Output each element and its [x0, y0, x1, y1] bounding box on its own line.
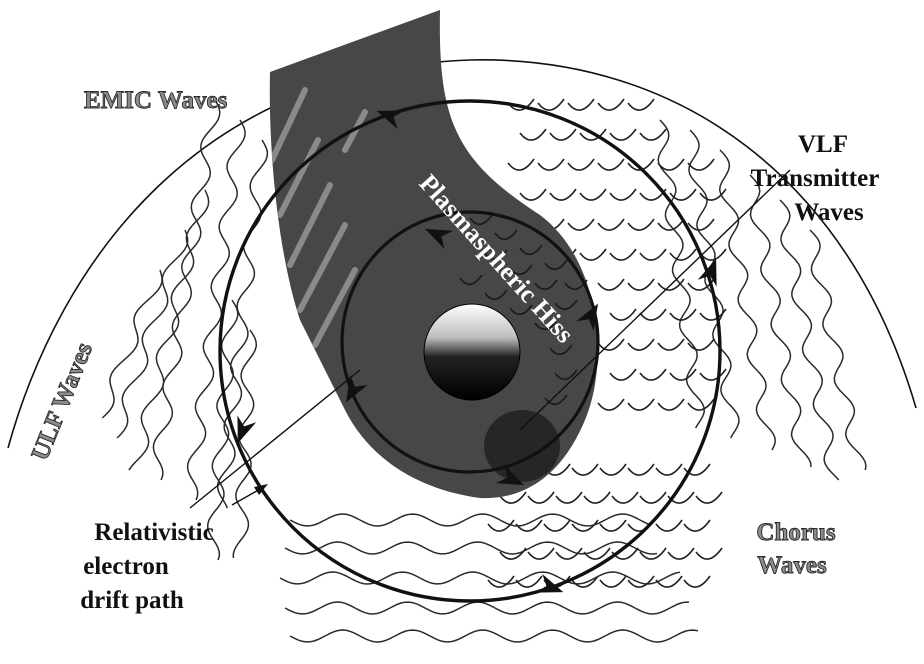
chorus-arc	[612, 492, 638, 503]
chorus-arc	[520, 129, 546, 140]
chorus-arc	[598, 279, 624, 290]
vlf-label-line-1: VLF	[798, 131, 848, 158]
chorus-arc	[598, 339, 624, 350]
chorus-arc	[556, 492, 582, 503]
chorus-arc	[696, 548, 722, 559]
chorus-arc	[600, 464, 626, 475]
right-wave-line	[689, 130, 739, 438]
vlf-label-line-3: Waves	[794, 199, 864, 226]
chorus-arc	[640, 492, 666, 503]
chorus-label-line-1: Chorus	[756, 519, 835, 546]
bottom-wave-line	[290, 514, 650, 526]
chorus-arc	[628, 99, 654, 110]
vlf-label-line-2: Transmitter	[751, 165, 880, 192]
chorus-arc	[658, 339, 684, 350]
chorus-arc	[640, 129, 666, 140]
chorus-arc	[696, 492, 722, 503]
chorus-arc	[658, 399, 684, 410]
electron-label-line-2: electron	[83, 553, 169, 580]
ulf-waves-label: ULF Waves	[27, 339, 99, 465]
ulf-wave-line	[129, 190, 209, 470]
ulf-wave-line	[102, 270, 162, 418]
chorus-arc	[640, 369, 666, 380]
chorus-arc	[600, 576, 626, 587]
chorus-arc	[610, 189, 636, 200]
chorus-arc	[488, 576, 514, 587]
ulf-wave-lines	[102, 100, 267, 560]
emic-waves-label: EMIC Waves	[84, 87, 228, 114]
chorus-arc	[700, 369, 726, 380]
chorus-arc	[628, 464, 654, 475]
chorus-arc	[668, 548, 694, 559]
chorus-arc	[538, 99, 564, 110]
chorus-arc	[572, 464, 598, 475]
chorus-arc	[700, 189, 726, 200]
pointer-arrow-icon	[232, 484, 268, 505]
chorus-arc	[528, 548, 554, 559]
ulf-wave-line	[153, 100, 219, 480]
chorus-arc	[544, 520, 570, 531]
chorus-arc	[584, 492, 610, 503]
right-wave-line	[720, 150, 776, 450]
chorus-arc	[656, 576, 682, 587]
drift-pointer-line	[190, 370, 360, 508]
ulf-wave-line	[117, 230, 188, 438]
chorus-label-line-2: Waves	[757, 552, 827, 579]
chorus-arc	[640, 249, 666, 260]
chorus-arc	[568, 159, 594, 170]
chorus-arc	[550, 129, 576, 140]
chorus-arc	[628, 399, 654, 410]
chorus-arc	[688, 219, 714, 230]
chorus-arc	[600, 520, 626, 531]
chorus-arc	[656, 464, 682, 475]
chorus-arc	[598, 159, 624, 170]
chorus-arc	[628, 576, 654, 587]
chorus-arc	[580, 249, 606, 260]
chorus-arc	[488, 520, 514, 531]
chorus-arc	[528, 492, 554, 503]
chorus-arc	[598, 399, 624, 410]
chorus-arc	[516, 576, 542, 587]
chorus-arc	[628, 339, 654, 350]
earth-sphere-icon	[424, 304, 520, 400]
chorus-arc	[684, 576, 710, 587]
chorus-arc	[610, 309, 636, 320]
chorus-arc	[628, 219, 654, 230]
chorus-arc	[700, 309, 726, 320]
vlf-transmitter-label: VLF Transmitter Waves	[751, 131, 880, 226]
chorus-arc	[610, 369, 636, 380]
chorus-waves-label: Chorus Waves	[756, 519, 835, 579]
chorus-arc	[628, 279, 654, 290]
chorus-arc	[598, 219, 624, 230]
chorus-arc	[658, 219, 684, 230]
bottom-wave-line	[285, 542, 657, 554]
chorus-arc	[656, 520, 682, 531]
right-wave-line	[780, 200, 839, 480]
bottom-wave-line	[285, 602, 689, 614]
chorus-arc	[670, 249, 696, 260]
bottom-wave-line	[290, 630, 698, 642]
chorus-arc	[550, 189, 576, 200]
relativistic-electron-label: Relativistic electron drift path	[80, 519, 213, 614]
bottom-wave-lines	[280, 514, 698, 642]
chorus-arc	[670, 369, 696, 380]
right-wave-line	[810, 230, 866, 470]
chorus-arc	[568, 99, 594, 110]
chorus-arc	[684, 520, 710, 531]
electron-label-line-3: drift path	[80, 587, 184, 614]
chorus-arc	[610, 249, 636, 260]
chorus-arc	[580, 189, 606, 200]
chorus-arc	[520, 189, 546, 200]
chorus-arc	[610, 129, 636, 140]
electron-label-line-1: Relativistic	[94, 519, 213, 546]
chorus-arc	[568, 219, 594, 230]
chorus-arc	[508, 159, 534, 170]
chorus-arc	[598, 99, 624, 110]
chorus-arc	[538, 159, 564, 170]
